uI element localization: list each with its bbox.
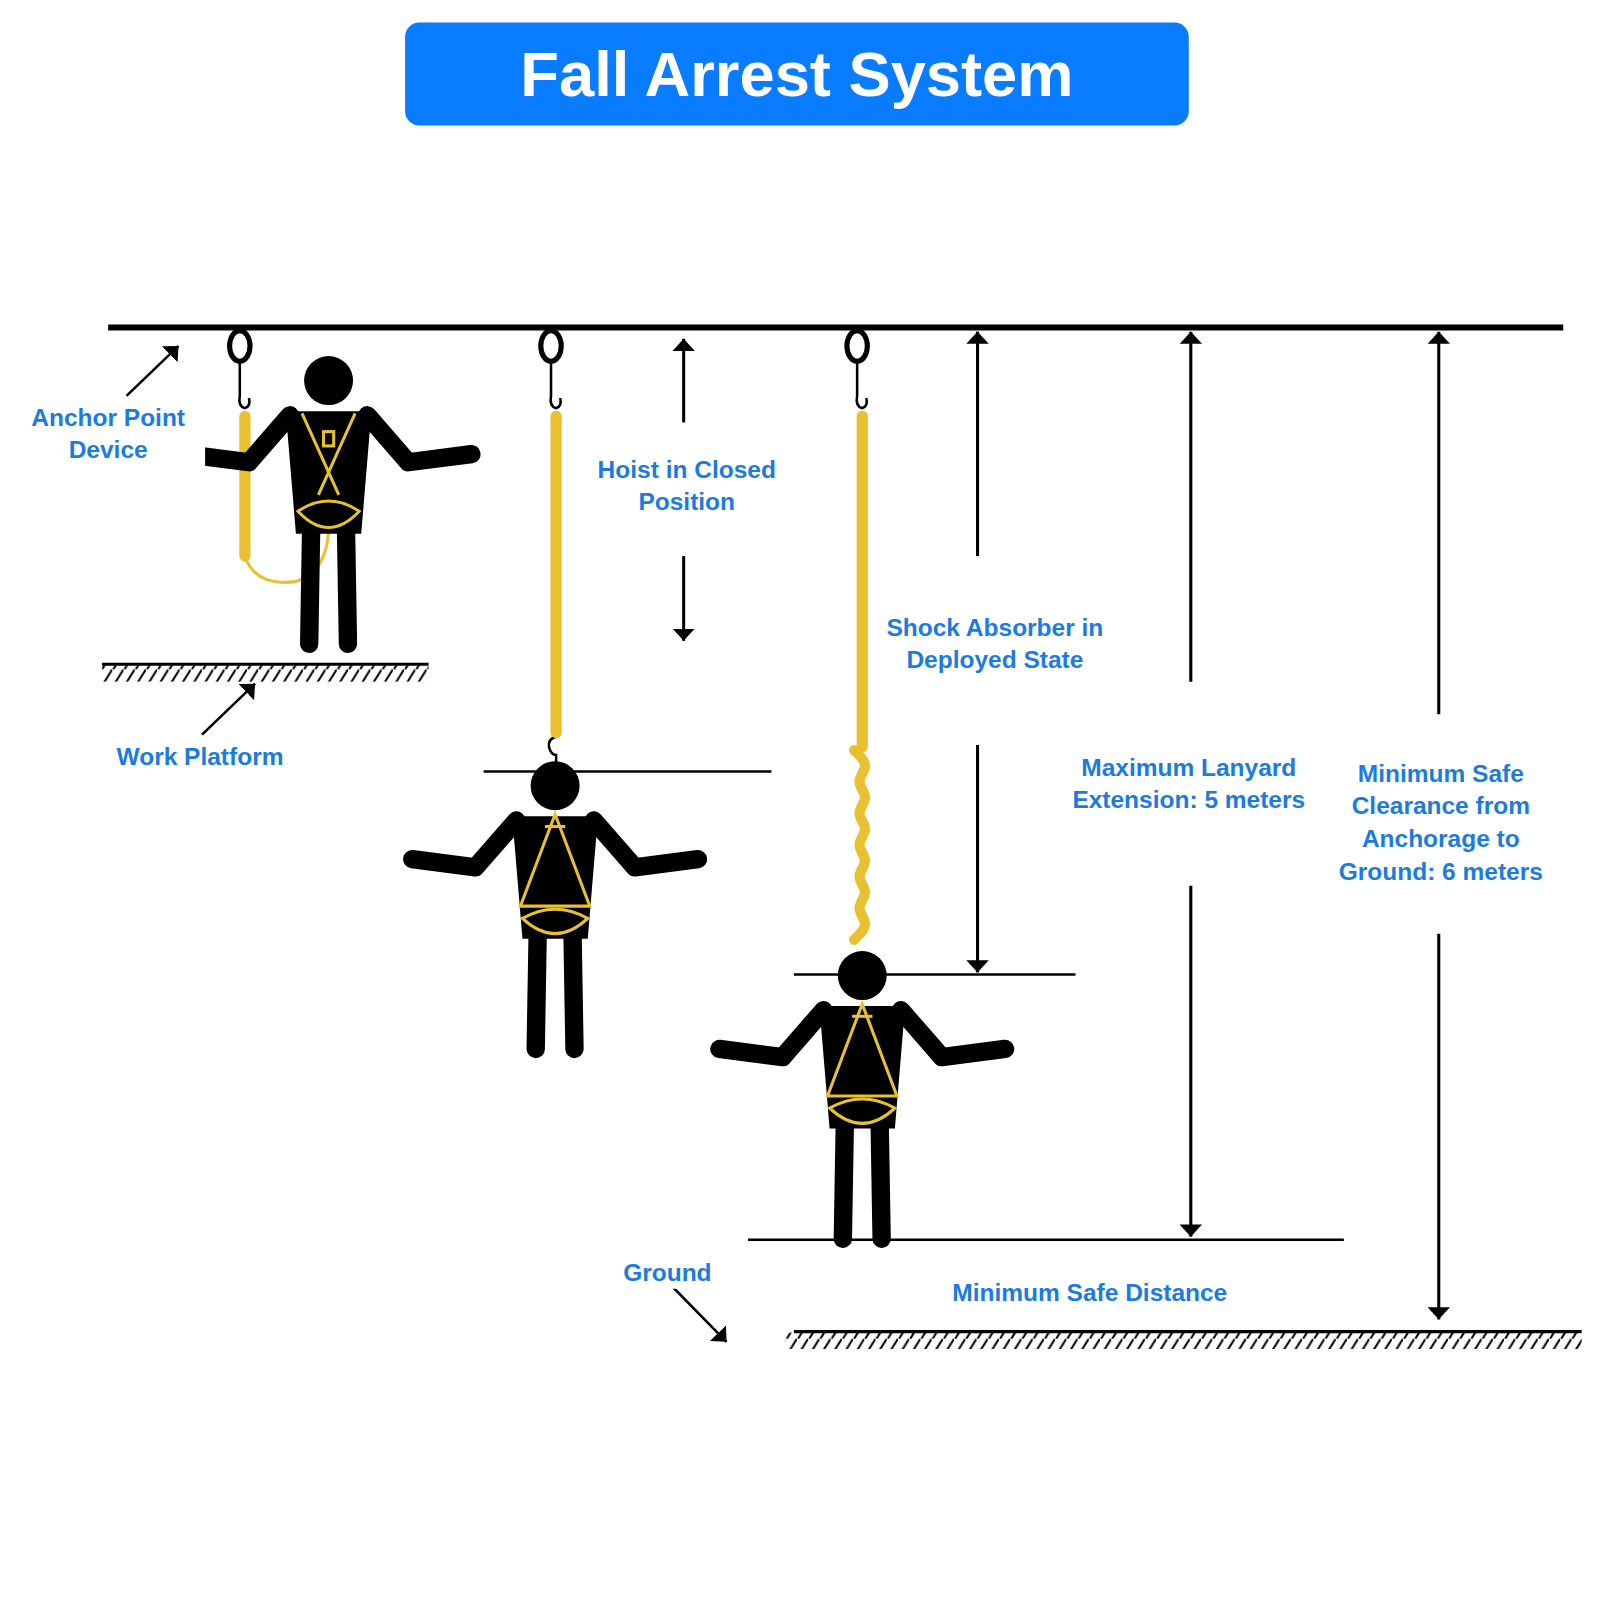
callout-label: Shock Absorber in Deployed State xyxy=(873,611,1116,676)
callout-label: Minimum Safe Clearance from Anchorage to… xyxy=(1319,757,1562,888)
anchorage-beam xyxy=(108,324,1563,330)
platform-hatch xyxy=(102,665,429,681)
worker-figures xyxy=(186,356,1005,1239)
snap-hooks xyxy=(239,362,866,763)
worker-figure xyxy=(186,356,472,644)
callout-label: Work Platform xyxy=(95,741,305,774)
title-banner: Fall Arrest System xyxy=(405,22,1189,125)
worker-figure xyxy=(412,761,698,1049)
title-text: Fall Arrest System xyxy=(520,38,1073,110)
callout-label: Maximum Lanyard Extension: 5 meters xyxy=(1052,751,1325,816)
callout-label: Ground xyxy=(608,1256,726,1289)
ground-hatch xyxy=(786,1333,1582,1349)
callout-label: Minimum Safe Distance xyxy=(929,1277,1251,1310)
callout-label: Anchor Point Device xyxy=(11,401,206,466)
level-line xyxy=(484,770,772,773)
callout-label: Hoist in Closed Position xyxy=(574,453,800,518)
worker-figure xyxy=(719,951,1005,1239)
level-line xyxy=(794,973,1076,976)
